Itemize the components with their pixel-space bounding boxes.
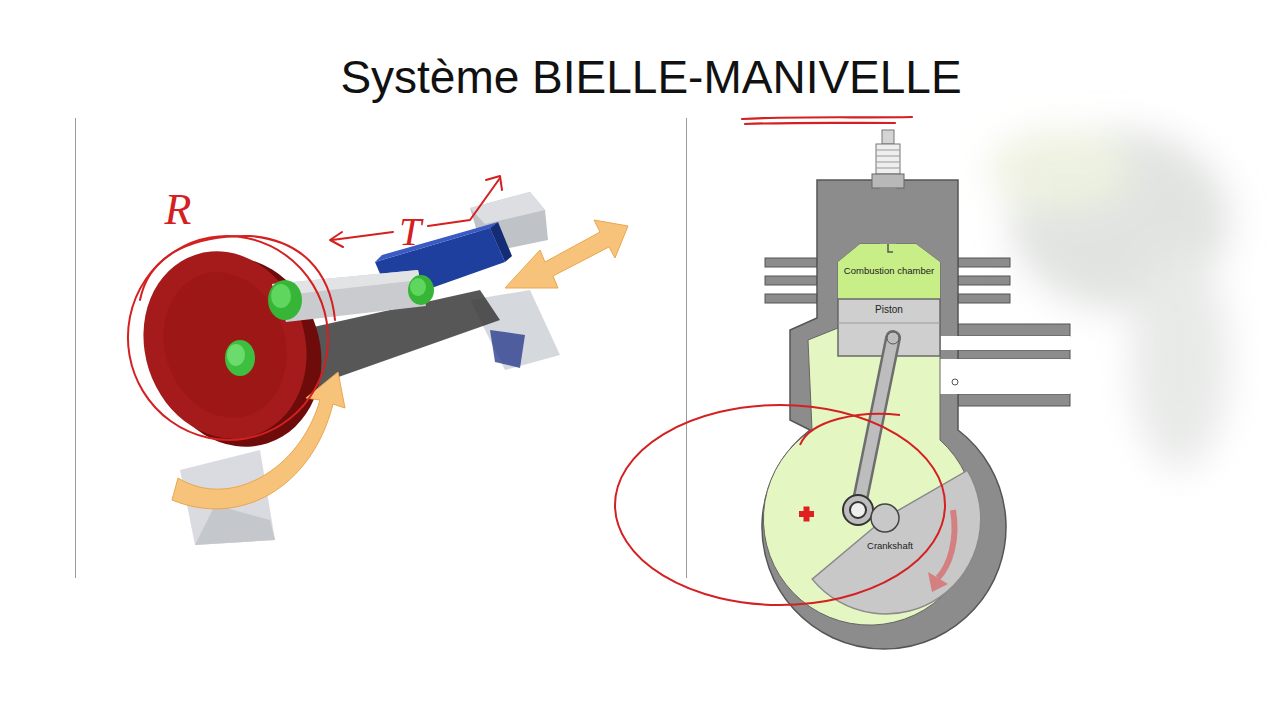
engine-illustration-part — [762, 180, 1006, 649]
engine-illustration-part — [887, 332, 899, 344]
hand-annotation — [615, 405, 945, 605]
engine-illustration-part-part — [765, 258, 817, 267]
engine-illustration-part — [940, 359, 1070, 394]
engine-illustration-part-part — [958, 276, 1010, 285]
hand-label: R — [165, 188, 192, 232]
part-label: Combustion chamber — [844, 266, 934, 276]
hand-annotation-part — [486, 176, 502, 190]
engine-illustration-part — [888, 244, 893, 252]
engine-illustration-part — [872, 174, 904, 188]
crank-slider-illustration-part — [271, 284, 291, 308]
background-smudge-part — [990, 130, 1130, 210]
hand-annotation-part — [112, 220, 344, 456]
crank-slider-illustration — [120, 192, 628, 545]
hand-label: T — [399, 212, 421, 252]
crank-slider-illustration-part — [195, 505, 275, 545]
engine-illustration-part — [876, 150, 900, 168]
crank-slider-illustration-part — [172, 372, 345, 509]
engine-illustration-part — [850, 502, 866, 518]
crank-slider-illustration-part — [490, 222, 512, 262]
hand-annotation-part — [615, 405, 945, 605]
engine-illustration-part — [871, 504, 899, 532]
engine-illustration-part — [812, 470, 981, 614]
crank-slider-illustration-part — [408, 275, 434, 305]
hand-annotation-part — [800, 414, 900, 445]
engine-illustration-part — [882, 130, 894, 144]
engine-illustration-part-part — [876, 162, 900, 163]
crank-slider-illustration-part — [410, 278, 426, 296]
label-text: Crankshaft — [865, 540, 915, 551]
hand-underline-part — [742, 117, 912, 119]
engine-illustration-part — [928, 572, 948, 592]
label-text: R — [165, 185, 192, 234]
crank-slider-illustration-part — [490, 330, 525, 368]
divider-line — [76, 118, 687, 578]
hand-underline-part — [745, 123, 895, 124]
hand-annotation-part — [804, 507, 810, 522]
engine-illustration-part-part — [765, 276, 817, 285]
engine-illustration-part-part — [876, 168, 900, 169]
crank-slider-illustration-part — [145, 256, 305, 434]
part-label: Piston — [875, 305, 903, 315]
engine-illustration-part — [838, 244, 940, 299]
background-smudge-part — [1130, 250, 1230, 470]
engine-illustration-part-part — [958, 294, 1010, 303]
crank-slider-illustration-part — [375, 222, 498, 262]
divider-line-part — [75, 118, 76, 578]
part-label: Crankshaft — [865, 541, 915, 551]
engine-illustration-part — [938, 510, 955, 578]
crank-slider-illustration-part — [120, 230, 331, 460]
label-text: T — [399, 209, 421, 254]
crank-slider-illustration-part — [505, 220, 628, 288]
label-text: Piston — [875, 304, 903, 315]
hand-annotation-part — [330, 232, 343, 247]
engine-illustration-part-part — [958, 324, 1070, 336]
hand-underline — [742, 117, 912, 124]
hand-annotation-part — [428, 178, 500, 226]
hand-annotation — [112, 176, 502, 456]
engine-illustration-part-part — [958, 394, 1070, 406]
crank-slider-illustration-part — [227, 344, 245, 366]
engine-illustration-part — [952, 379, 958, 385]
engine-illustration-part — [838, 323, 940, 324]
engine-illustration-part-part — [958, 350, 1070, 359]
engine-illustration-part-part — [765, 294, 817, 303]
crank-slider-illustration-part — [470, 192, 545, 224]
engine-illustration-part-part — [876, 150, 900, 151]
divider-line-part — [686, 118, 687, 578]
engine-illustration-part — [876, 144, 900, 174]
engine-illustration-part — [880, 188, 896, 244]
label-text: Combustion chamber — [844, 265, 934, 276]
engine-illustration-part-part — [958, 258, 1010, 267]
engine-illustration — [762, 130, 1070, 649]
engine-illustration-part — [940, 336, 1070, 350]
engine-illustration-part-part — [876, 156, 900, 157]
crank-slider-illustration-part — [225, 340, 255, 376]
title-text: Système BIELLE-MANIVELLE — [340, 51, 961, 103]
crank-slider-illustration-part — [268, 280, 302, 320]
engine-illustration-part — [843, 495, 873, 525]
slide-title: Système BIELLE-MANIVELLE — [340, 54, 961, 100]
background-smudge — [990, 130, 1230, 470]
hand-annotation-part — [140, 236, 335, 320]
